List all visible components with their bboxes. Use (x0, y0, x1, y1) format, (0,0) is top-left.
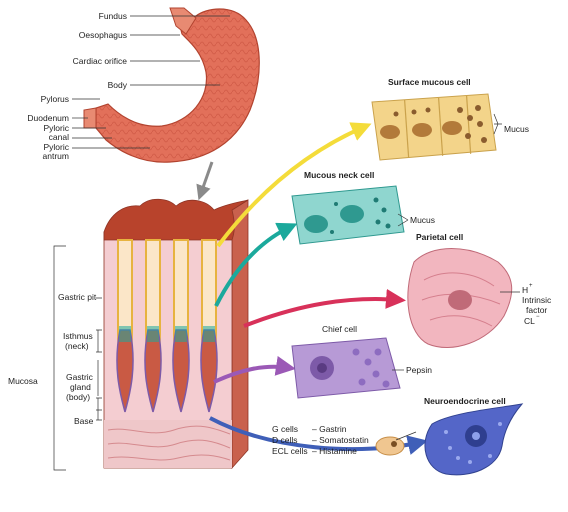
g-cells-label: G cells (272, 424, 298, 434)
mucosa-bracket (53, 245, 102, 471)
gastric-gland-3 (172, 329, 190, 413)
label-duodenum: Duodenum (27, 113, 69, 123)
label-body: Body (108, 80, 128, 90)
stomach-labels: Fundus Oesophagus Cardiac orifice Body P… (27, 11, 127, 161)
mucosa-top-surface (103, 198, 249, 241)
ecl-cells-label: ECL cells (272, 446, 308, 456)
hormone-vesicle (375, 436, 405, 456)
gastric-gland-4 (200, 329, 218, 413)
parietal-cell-title: Parietal cell (416, 232, 463, 242)
label-pylorus: Pylorus (41, 94, 69, 104)
neuroendocrine-cell: Neuroendocrine cell G cells – Gastrin D … (272, 396, 524, 476)
hormone-vesicle-core (391, 441, 397, 447)
surface-mucous-cell-body (371, 93, 497, 161)
grey-down-arrow (196, 161, 214, 201)
mucous-neck-nucleus-2 (340, 205, 364, 223)
gastric-gland-1 (116, 329, 134, 413)
isthmus-neck-4 (203, 326, 215, 342)
chief-cell-body (291, 337, 401, 399)
surface-mucous-granules (393, 105, 487, 143)
parietal-cl-charge: − (536, 314, 540, 320)
isthmus-neck-1 (119, 326, 131, 342)
submucosa-fibres (107, 425, 231, 461)
isthmus-neck-3 (175, 326, 187, 342)
mucosa-labels: Gastric pit Isthmus (neck) Mucosa Gastri… (8, 292, 97, 426)
label-base: Base (74, 416, 94, 426)
g-cells-hormone: – Gastrin (312, 424, 347, 434)
surface-mucous-secretion: Mucus (504, 124, 529, 134)
surface-mucous-divider-1 (404, 99, 410, 158)
mucous-neck-nucleus-1 (304, 215, 328, 233)
label-pyloric-antrum-2: antrum (43, 151, 69, 161)
label-pyloric-antrum-1: Pyloric (43, 142, 69, 152)
label-pyloric-canal-1: Pyloric (43, 123, 69, 133)
chief-nucleus-inner (317, 363, 327, 373)
neuroendocrine-cell-title: Neuroendocrine cell (424, 396, 506, 406)
label-fundus: Fundus (99, 11, 127, 21)
mucous-neck-secretion: Mucus (410, 215, 435, 225)
chief-zymogen-granules (352, 348, 390, 388)
parietal-h-charge: + (529, 283, 533, 289)
parietal-cl-ion: CL (524, 316, 535, 326)
label-mucosa: Mucosa (8, 376, 38, 386)
ecl-cells-hormone: – Histamine (312, 446, 357, 456)
parietal-nucleus (448, 290, 472, 310)
isthmus-neck-2 (147, 326, 159, 342)
arrow-to-chief (213, 355, 296, 384)
d-cells-hormone: – Somatostatin (312, 435, 369, 445)
surface-mucous-nucleus-1 (380, 125, 400, 139)
neuroendocrine-nucleus-inner (472, 432, 480, 440)
mucous-neck-cell: Mucous neck cell Mucus (291, 170, 435, 245)
label-pyloric-canal-2: canal (49, 132, 69, 142)
parietal-intrinsic-2: factor (526, 305, 547, 315)
label-cardiac-orifice: Cardiac orifice (73, 56, 128, 66)
chief-secretion: Pepsin (406, 365, 432, 375)
d-cells-label: D cells (272, 435, 298, 445)
label-gastric-gland-3: (body) (66, 392, 90, 402)
stomach-leader-lines (72, 15, 230, 149)
label-oesophagus: Oesophagus (79, 30, 127, 40)
surface-mucous-cell: Surface mucous cell Mucus (371, 77, 529, 161)
parietal-h-ion: H (522, 285, 528, 295)
surface-mucous-cell-title: Surface mucous cell (388, 77, 471, 87)
mucous-neck-cell-title: Mucous neck cell (304, 170, 374, 180)
parietal-cell: Parietal cell H + Intrinsic factor CL − (407, 232, 552, 348)
arrow-to-surface-mucous (216, 122, 372, 248)
chief-cell: Chief cell Pepsin (291, 324, 432, 399)
arrow-to-parietal (243, 288, 406, 328)
surface-mucous-nucleus-2 (412, 123, 432, 137)
stomach (83, 7, 260, 201)
surface-mucous-divider-3 (466, 95, 472, 154)
neuroendocrine-granules (444, 422, 502, 464)
label-isthmus-1: Isthmus (63, 331, 93, 341)
stomach-folds (96, 9, 260, 163)
label-gastric-gland-2: gland (70, 382, 91, 392)
label-isthmus-2: (neck) (65, 341, 89, 351)
gastric-glands (116, 239, 218, 413)
surface-mucous-divider-2 (438, 97, 444, 156)
chief-cell-title: Chief cell (322, 324, 357, 334)
surface-mucous-nucleus-3 (442, 121, 462, 135)
label-gastric-pit: Gastric pit (58, 292, 97, 302)
parietal-intrinsic-1: Intrinsic (522, 295, 552, 305)
mucous-neck-granules (330, 197, 391, 234)
label-gastric-gland-1: Gastric (66, 372, 94, 382)
arrow-to-mucous-neck (214, 222, 298, 307)
gastric-gland-2 (144, 329, 162, 413)
submucosa-band (104, 420, 232, 468)
oesophagus-tube (169, 7, 197, 35)
